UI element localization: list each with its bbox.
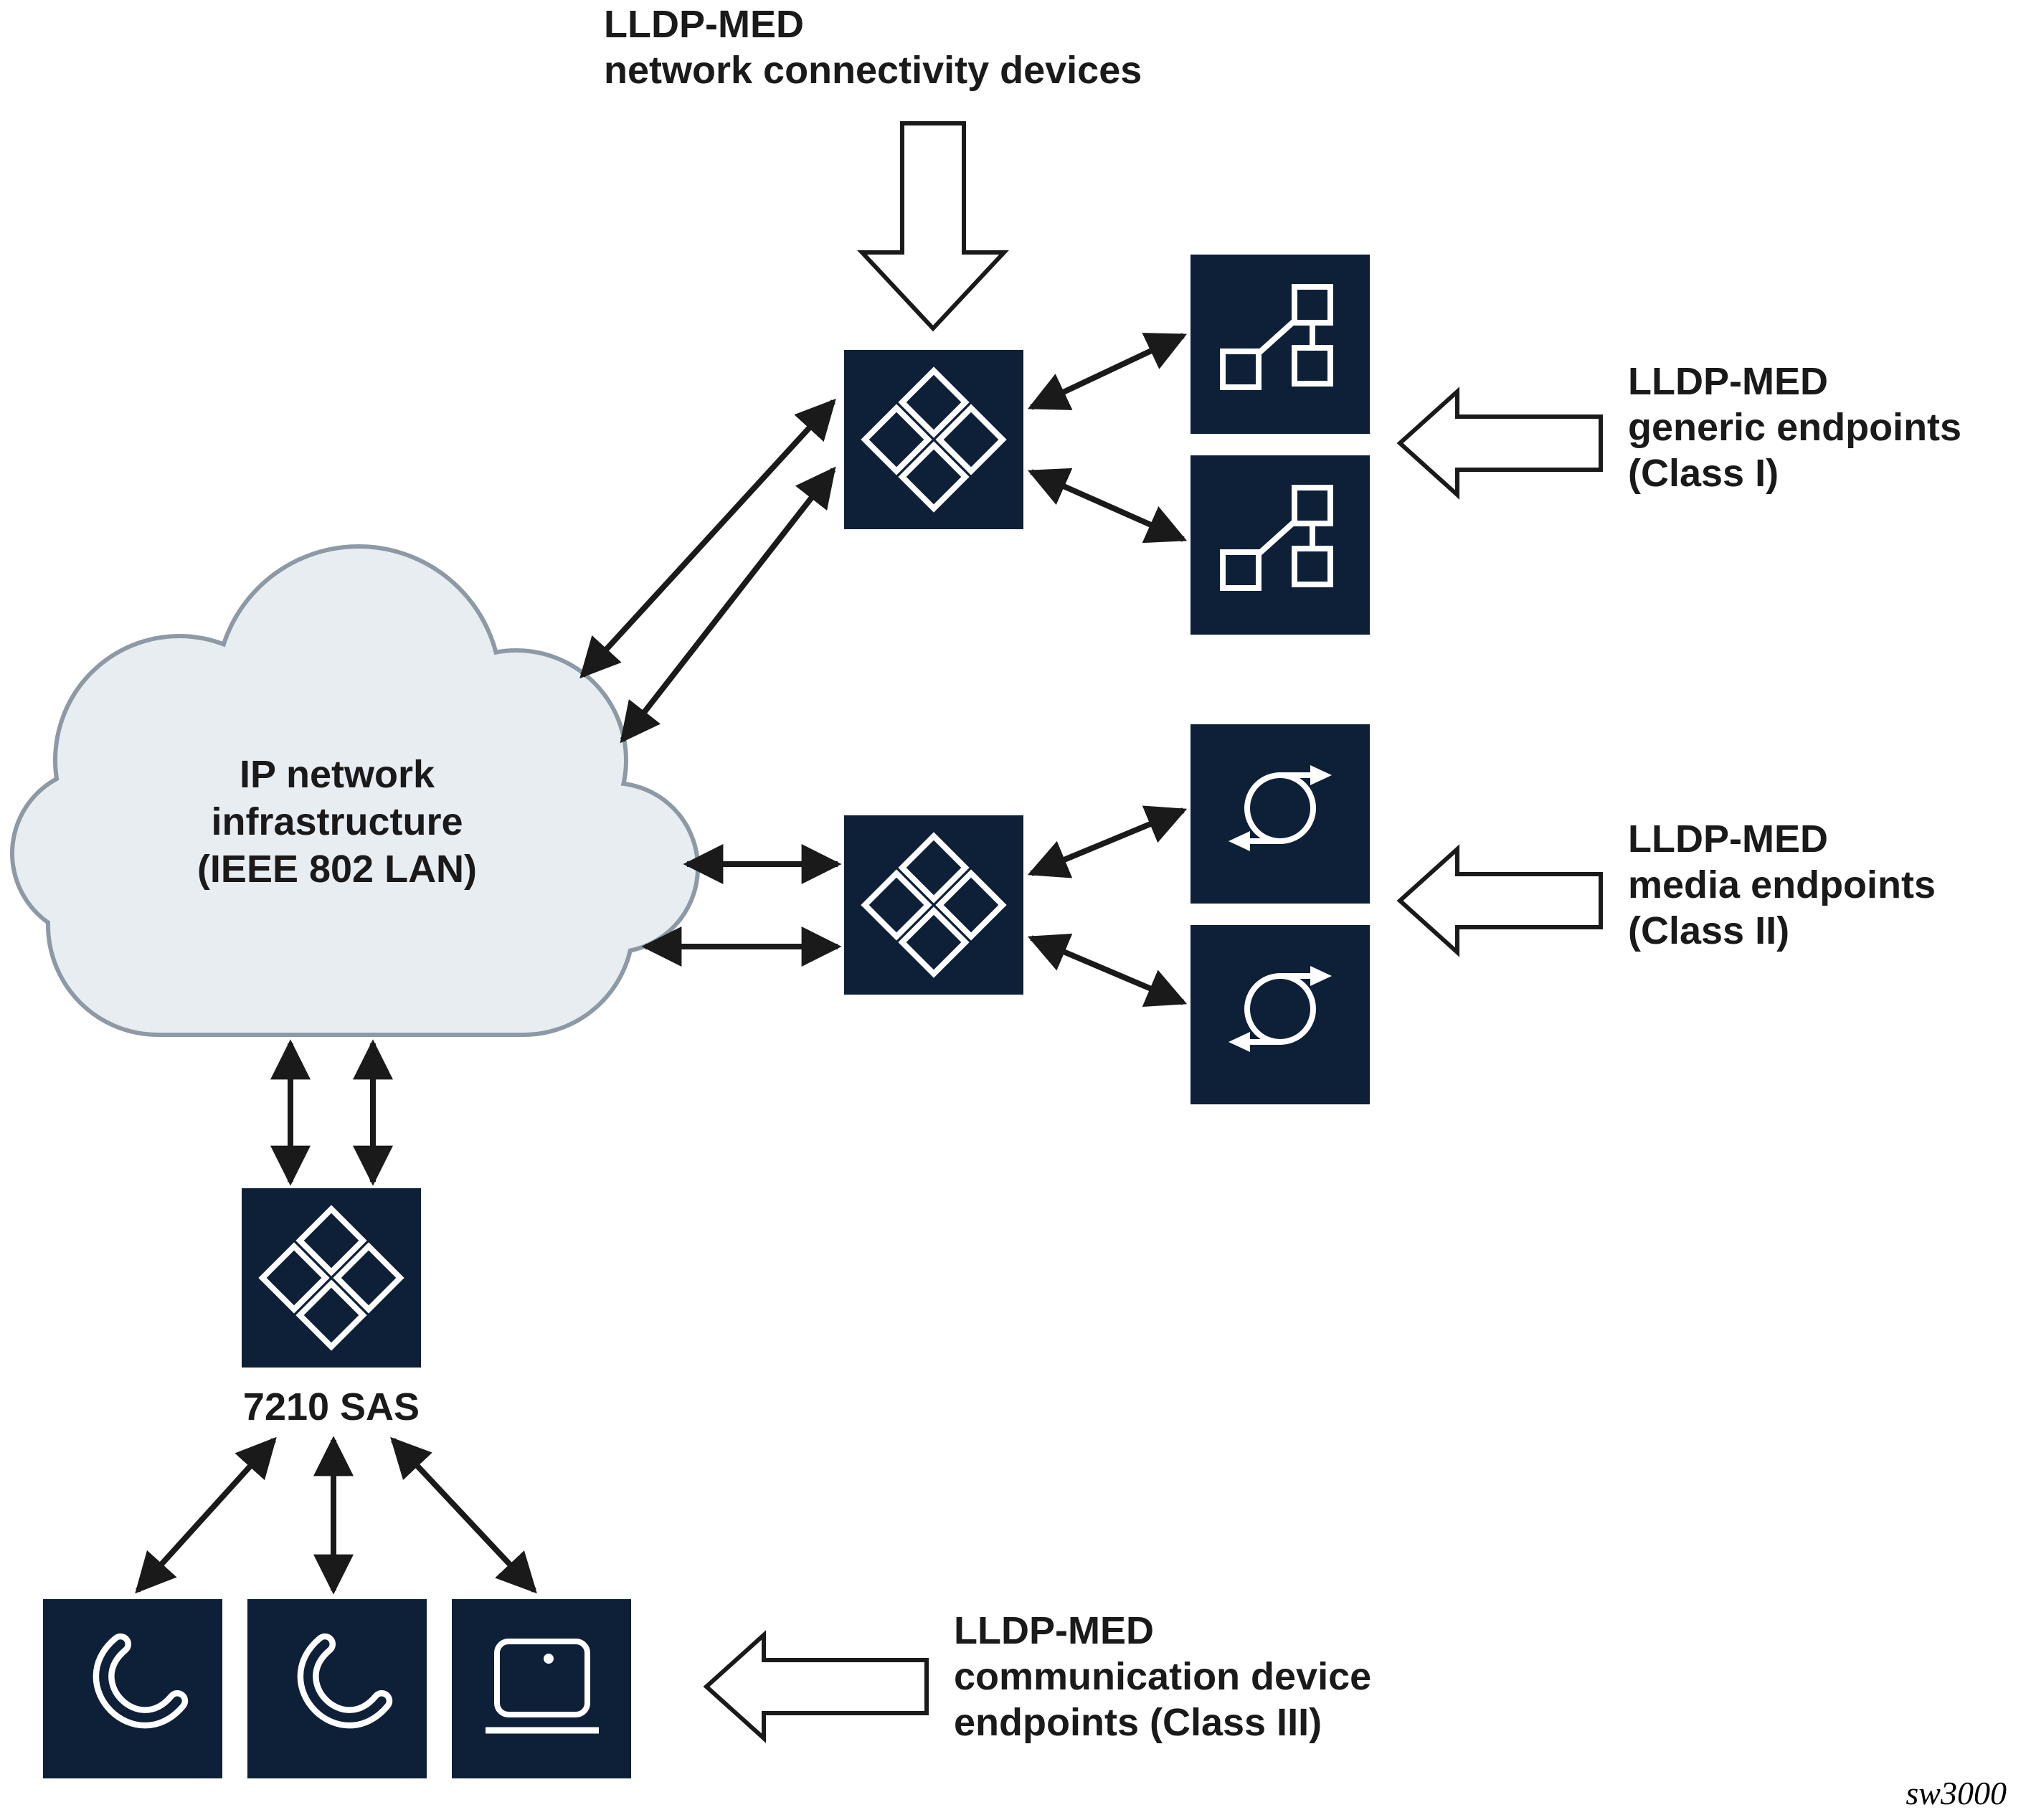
media-endpoint-node-2 (1190, 925, 1370, 1104)
comm-device-laptop (452, 1599, 631, 1778)
connector-sas-laptop (390, 1436, 537, 1594)
connector-sas-phone-1 (135, 1436, 277, 1594)
cloud-label-line-3: (IEEE 802 LAN) (197, 848, 477, 891)
title-line-2: network connectivity devices (604, 49, 1142, 92)
comm-device-phone-1 (43, 1599, 222, 1778)
left-block-arrow-comm-endpoints (703, 1630, 929, 1743)
figure-id: sw3000 (1906, 1775, 2007, 1811)
media-endpoints-label-line-2: media endpoints (1628, 863, 1936, 906)
connector-cloud-top-switch-b (620, 466, 836, 744)
left-block-arrow-generic-endpoints (1396, 387, 1603, 500)
generic-endpoint-node-2 (1190, 455, 1370, 635)
comm-endpoints-label-line-1: LLDP-MED (954, 1609, 1154, 1652)
generic-endpoints-label-line-2: generic endpoints (1628, 406, 1961, 449)
switch-7210-sas-label: 7210 SAS (243, 1385, 420, 1428)
comm-device-phone-2 (247, 1599, 427, 1778)
generic-endpoints-label-line-3: (Class I) (1628, 452, 1779, 495)
comm-endpoints-label-line-2: communication device (954, 1655, 1371, 1698)
cloud-label-line-1: IP network (240, 753, 435, 796)
connector-switch-media-endpoint-1 (1027, 805, 1188, 878)
generic-endpoints-label-line-1: LLDP-MED (1628, 360, 1828, 403)
connector-switch-generic-endpoint-2 (1027, 468, 1188, 544)
network-connectivity-switch-top (844, 350, 1023, 529)
connector-switch-generic-endpoint-1 (1027, 333, 1188, 410)
cloud-label-line-2: infrastructure (211, 800, 463, 843)
media-endpoint-node-1 (1190, 724, 1370, 904)
connectors (135, 333, 1188, 1595)
switch-7210-sas (242, 1188, 421, 1368)
comm-endpoints-label-line-3: endpoints (Class III) (954, 1701, 1322, 1744)
network-connectivity-switch-mid (844, 815, 1023, 995)
media-endpoints-label-line-1: LLDP-MED (1628, 817, 1828, 861)
connector-switch-media-endpoint-2 (1027, 933, 1188, 1008)
ip-network-cloud: IP network infrastructure (IEEE 802 LAN) (10, 544, 700, 1037)
media-endpoints-label-line-3: (Class II) (1628, 909, 1789, 952)
generic-endpoint-node-1 (1190, 255, 1370, 434)
title-line-1: LLDP-MED (604, 3, 804, 46)
down-block-arrow-connectivity-devices (857, 121, 1009, 332)
left-block-arrow-media-endpoints (1396, 844, 1603, 957)
